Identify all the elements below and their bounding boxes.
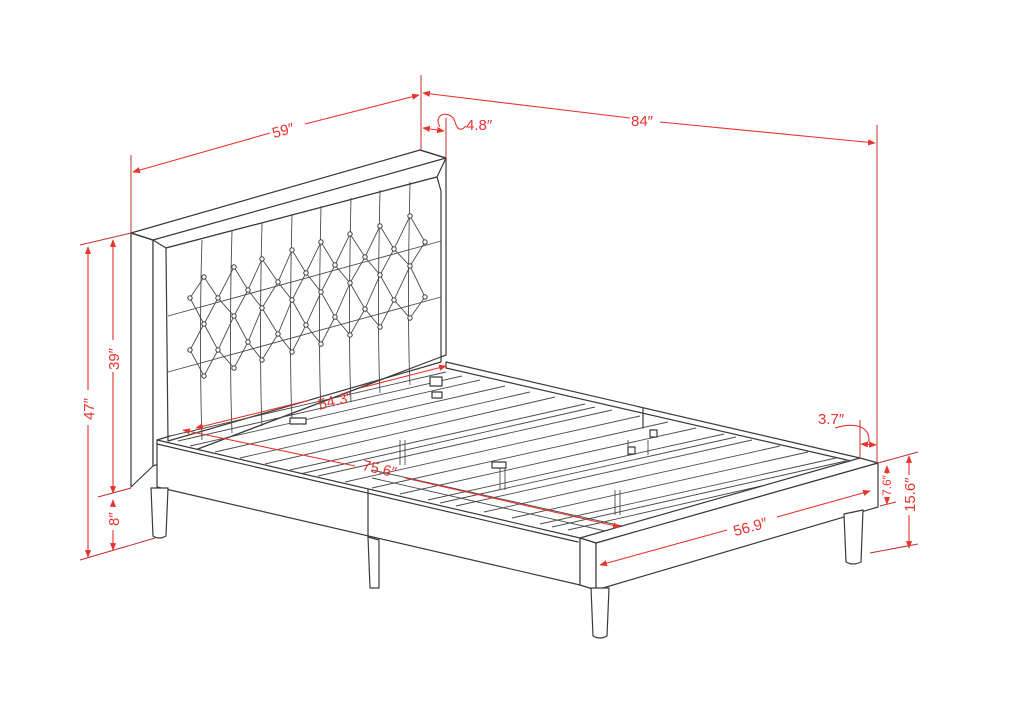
- bed-drawing: [130, 149, 879, 639]
- tufting-buttons: [187, 213, 428, 379]
- headboard: [130, 149, 447, 488]
- leg-foot-right: [843, 509, 864, 565]
- dim-rail-thickness: 3.7″: [818, 411, 845, 428]
- legs: [150, 487, 864, 639]
- slat-brackets: [289, 376, 658, 469]
- far-side-rail: [445, 361, 861, 464]
- dim-headboard-height: 39″: [106, 347, 123, 370]
- foot-rail: [579, 457, 879, 591]
- dim-leg-height: 8″: [106, 512, 123, 526]
- tufting-pleats: [167, 181, 442, 441]
- dim-headboard-thickness: 4.8″: [466, 117, 493, 134]
- dim-overall-length: 84″: [631, 113, 654, 130]
- dim-rail-height: 7.6″: [880, 474, 894, 496]
- dimension-annotations: 59″ 84″ 4.8″ 47″ 39″ 8″ 54.3″ 75.6″ 56.9: [79, 75, 919, 567]
- dim-inner-length: 75.6″: [361, 457, 399, 481]
- leg-head-left: [150, 487, 169, 539]
- leg-foot-front: [590, 587, 610, 639]
- dim-overall-width: 59″: [270, 120, 296, 142]
- leg-center: [367, 536, 380, 589]
- dim-top-of-rail-height: 15.6″: [902, 477, 919, 512]
- dim-overall-height: 47″: [81, 397, 98, 420]
